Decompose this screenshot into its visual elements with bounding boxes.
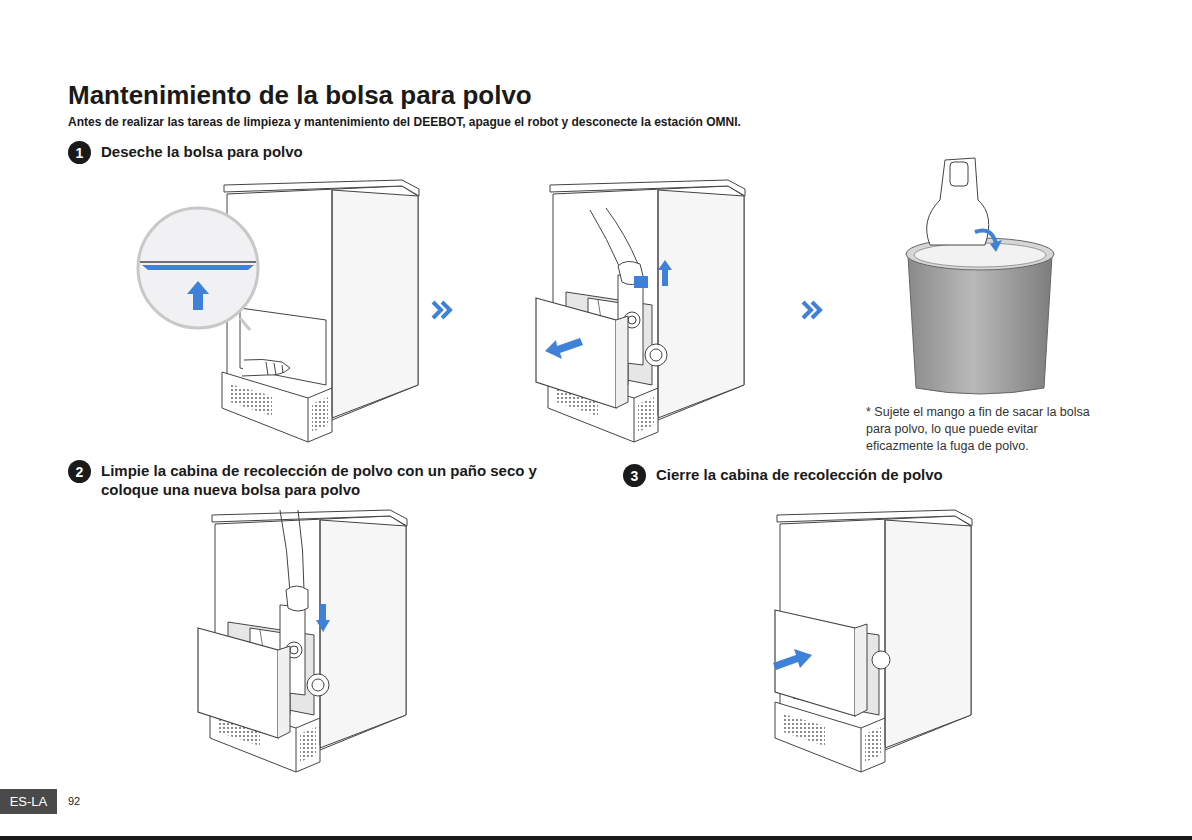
step-number: 3 [623, 464, 646, 487]
step-number: 2 [68, 460, 91, 483]
step-heading: 1 Deseche la bolsa para polvo [68, 142, 303, 164]
step-title: Limpie la cabina de recolección de polvo… [101, 461, 588, 499]
step-heading: 2 Limpie la cabina de recolección de polv… [68, 461, 588, 499]
footnote: * Sujete el mango a fin de sacar la bols… [866, 404, 1102, 455]
page-number: 92 [68, 794, 80, 809]
step-heading: 3 Cierre la cabina de recolección de polv… [623, 465, 943, 487]
step-title: Cierre la cabina de recolección de polvo [656, 465, 943, 484]
language-tab: ES-LA [0, 789, 57, 814]
language-code: ES-LA [10, 794, 48, 809]
step-number: 1 [68, 141, 91, 164]
safety-instruction: Antes de realizar las tareas de limpieza… [68, 114, 741, 130]
page-title: Mantenimiento de la bolsa para polvo [68, 80, 532, 111]
step-title: Deseche la bolsa para polvo [101, 142, 303, 161]
